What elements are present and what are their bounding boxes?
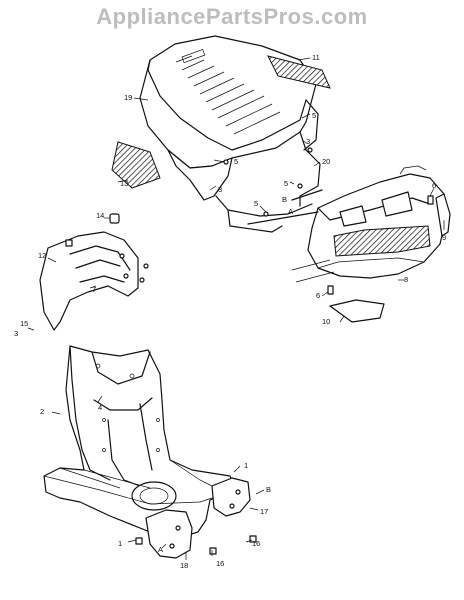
callout-12: 12 (38, 251, 46, 260)
callout-3: 3 (14, 329, 18, 338)
chassis-frame-part (43, 345, 237, 541)
guide-lines (291, 259, 335, 283)
callout-11: 11 (312, 53, 320, 62)
front-grille-part (307, 165, 447, 279)
callout-labels: 11 19 5 5 5 5 13 3 3 20 B A 6 9 8 6 10 1… (14, 53, 446, 570)
hood-part (139, 35, 317, 201)
callout-16: 16 (216, 559, 224, 568)
callout-2: 2 (40, 407, 44, 416)
bulb-part (327, 195, 434, 295)
watermark: AppliancePartsPros.com (96, 4, 368, 29)
callout-15: 15 (20, 319, 28, 328)
callout-5: 5 (234, 157, 238, 166)
callout-6: 6 (316, 291, 320, 300)
callout-10: 10 (322, 317, 330, 326)
callout-17: 17 (260, 507, 268, 516)
callout-19: 19 (124, 93, 132, 102)
side-grille-right (267, 55, 331, 89)
callout-1: 1 (118, 539, 122, 548)
callout-16: 16 (252, 539, 260, 548)
callout-3: 3 (306, 137, 310, 146)
callout-14: 14 (96, 211, 104, 220)
callout-13: 13 (120, 179, 128, 188)
rod-b (291, 189, 323, 201)
callout-4: 4 (98, 403, 102, 412)
front-bracket-part (135, 477, 257, 559)
callout-7: 7 (92, 285, 96, 294)
dash-panel-part (39, 213, 149, 331)
side-grille-left (111, 141, 161, 189)
callout-5: 5 (254, 199, 258, 208)
lens-part (435, 193, 451, 237)
rod-a (247, 211, 319, 225)
leader-lines (27, 57, 445, 560)
callout-a: A (288, 207, 293, 216)
plate-part (329, 299, 385, 323)
callout-a: A (158, 545, 163, 554)
callout-8: 8 (404, 275, 408, 284)
callout-3: 3 (218, 185, 222, 194)
callout-1: 1 (244, 461, 248, 470)
callout-18: 18 (180, 561, 188, 570)
callout-5: 5 (312, 111, 316, 120)
callout-5: 5 (284, 179, 288, 188)
callout-6: 6 (432, 181, 436, 190)
callout-9: 9 (442, 233, 446, 242)
callout-b: B (282, 195, 287, 204)
callout-b: B (266, 485, 271, 494)
callout-20: 20 (322, 157, 330, 166)
